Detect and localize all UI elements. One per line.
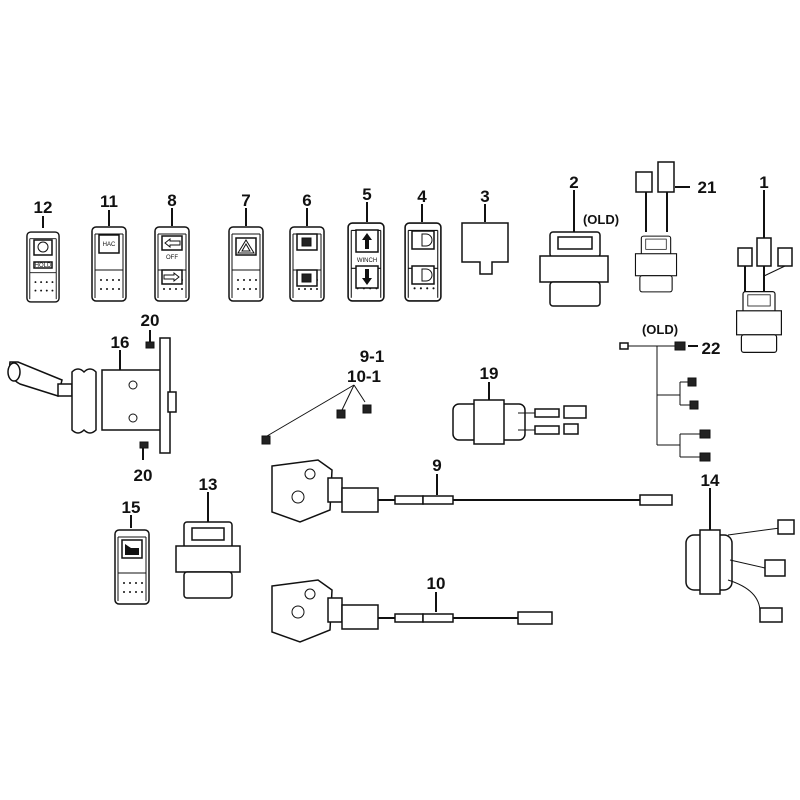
callout-11: 11	[100, 192, 118, 211]
switch-7-hazard[interactable]	[228, 208, 264, 302]
part-9-actuator-cable[interactable]	[271, 459, 673, 523]
callout-10-1: 10-1	[347, 367, 381, 386]
switch-15-horn[interactable]	[114, 515, 150, 605]
callout-14: 14	[701, 471, 720, 490]
hac-label: HAC	[103, 242, 116, 248]
part-2-control-module-old[interactable]	[539, 190, 609, 307]
switch-5-winch[interactable]: WINCH	[347, 202, 385, 302]
screw-20-bottom[interactable]	[139, 441, 149, 460]
callout-3: 3	[480, 187, 489, 206]
callout-20-bottom: 20	[134, 466, 153, 485]
callout-7: 7	[241, 191, 250, 210]
callout-20-top: 20	[141, 311, 160, 330]
part-3-blank-cover[interactable]	[461, 204, 509, 275]
switch-4-lights[interactable]	[404, 204, 442, 302]
part-21-relay-harness[interactable]	[634, 161, 690, 293]
callout-8: 8	[167, 191, 176, 210]
hold-label: HOLD	[35, 263, 52, 269]
callout-15: 15	[122, 498, 141, 517]
part-19-module[interactable]	[452, 382, 587, 445]
part-22-wire-harness-old[interactable]	[619, 341, 711, 462]
callout-5: 5	[362, 185, 371, 204]
old-note-22: (OLD)	[642, 322, 678, 337]
part-16-joystick[interactable]	[7, 337, 177, 454]
part-1-relay-harness[interactable]	[735, 190, 793, 354]
callout-9-1: 9-1	[360, 347, 385, 366]
callout-6: 6	[302, 191, 311, 210]
part-10-actuator-cable[interactable]	[271, 579, 553, 643]
switch-11-hac[interactable]: HAC	[91, 210, 127, 302]
callout-1: 1	[759, 173, 768, 192]
callout-19: 19	[480, 364, 499, 383]
callout-2: 2	[569, 173, 578, 192]
callout-4: 4	[417, 187, 427, 206]
callout-10: 10	[427, 574, 446, 593]
callout-12: 12	[34, 198, 53, 217]
callout-21: 21	[698, 178, 717, 197]
callout-13: 13	[199, 475, 218, 494]
callout-9: 9	[432, 456, 441, 475]
switch-8-turn-signal[interactable]: OFF	[154, 208, 190, 302]
callout-22: 22	[702, 339, 721, 358]
screws-9-1-10-1[interactable]	[261, 384, 372, 445]
part-14-module-harness[interactable]	[685, 488, 795, 623]
switch-6-diff-lock[interactable]	[289, 208, 325, 302]
off-label: OFF	[166, 255, 178, 261]
callout-16: 16	[111, 333, 130, 352]
screw-20-top[interactable]	[145, 330, 155, 349]
part-13-control-module[interactable]	[175, 492, 241, 599]
switch-12-park-hold[interactable]: HOLD	[26, 216, 60, 303]
winch-label: WINCH	[357, 258, 377, 264]
old-note-2: (OLD)	[583, 212, 619, 227]
